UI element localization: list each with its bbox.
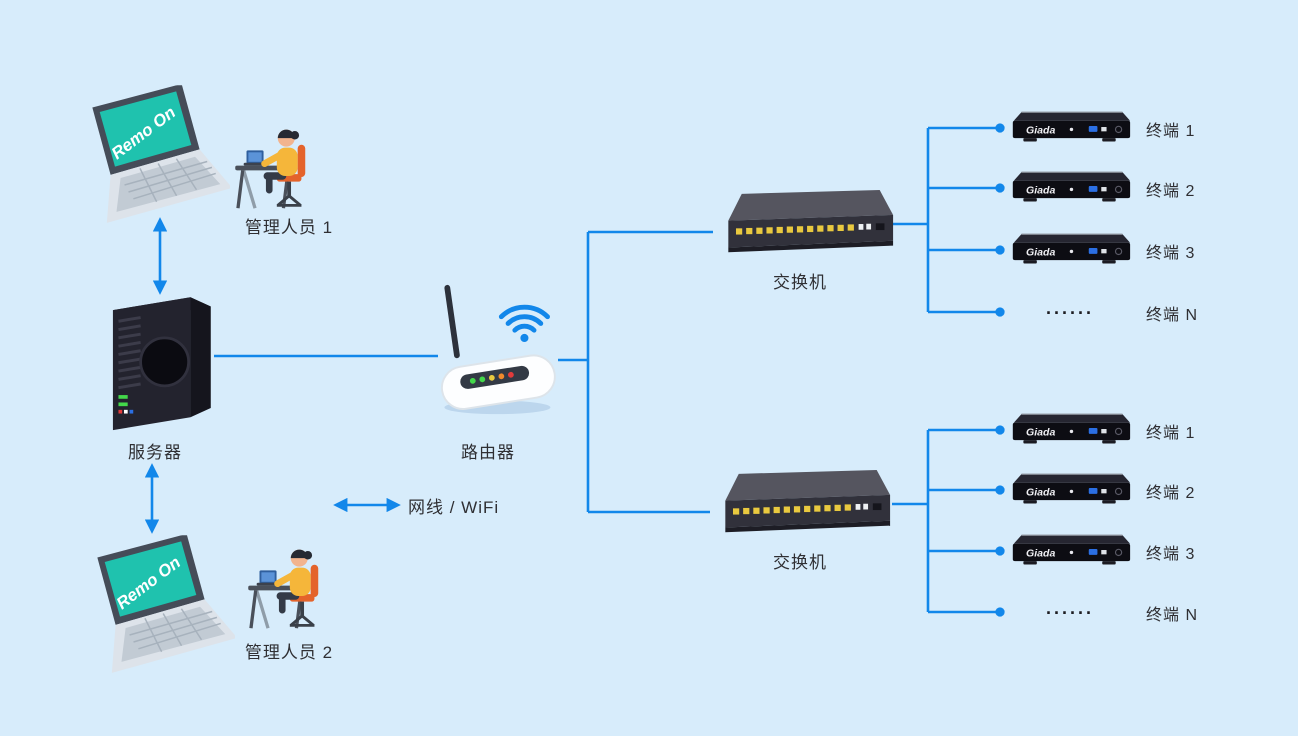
terminal-label: 终端 N — [1146, 307, 1199, 324]
terminal-label: 终端 2 — [1146, 183, 1196, 200]
wire-switch-bottom-trunk — [892, 430, 930, 612]
admin2-laptop — [85, 535, 235, 676]
admin1-person — [235, 122, 330, 212]
admin1-laptop — [80, 85, 230, 226]
switch-top-label: 交换机 — [773, 273, 827, 292]
admin2-label: 管理人员 2 — [244, 643, 334, 662]
terminal-device — [1008, 170, 1133, 205]
terminal-label: 终端 1 — [1146, 425, 1196, 442]
server-label: 服务器 — [128, 443, 182, 462]
admin1-label: 管理人员 1 — [244, 218, 334, 237]
ellipsis-top: ...... — [1045, 298, 1094, 318]
wire-router-switches — [558, 230, 713, 514]
router — [428, 278, 563, 423]
terminal-label: 终端 N — [1146, 607, 1199, 624]
switch-top — [713, 186, 895, 263]
terminal-device — [1008, 472, 1133, 507]
ellipsis-bottom: ...... — [1045, 598, 1094, 618]
terminal-label: 终端 1 — [1146, 123, 1196, 140]
server — [100, 286, 220, 434]
terminal-device — [1008, 412, 1133, 447]
switch-bottom — [710, 466, 892, 543]
wire-switch-top-trunk — [893, 128, 930, 312]
router-label: 路由器 — [461, 443, 515, 462]
admin2-person — [248, 542, 343, 632]
terminal-label: 终端 3 — [1146, 245, 1196, 262]
terminal-device — [1008, 232, 1133, 267]
terminal-device — [1008, 110, 1133, 145]
terminal-label: 终端 3 — [1146, 546, 1196, 563]
switch-bottom-label: 交换机 — [773, 553, 827, 572]
terminal-device — [1008, 533, 1133, 568]
legend-label: 网线 / WiFi — [408, 498, 500, 517]
terminal-label: 终端 2 — [1146, 485, 1196, 502]
